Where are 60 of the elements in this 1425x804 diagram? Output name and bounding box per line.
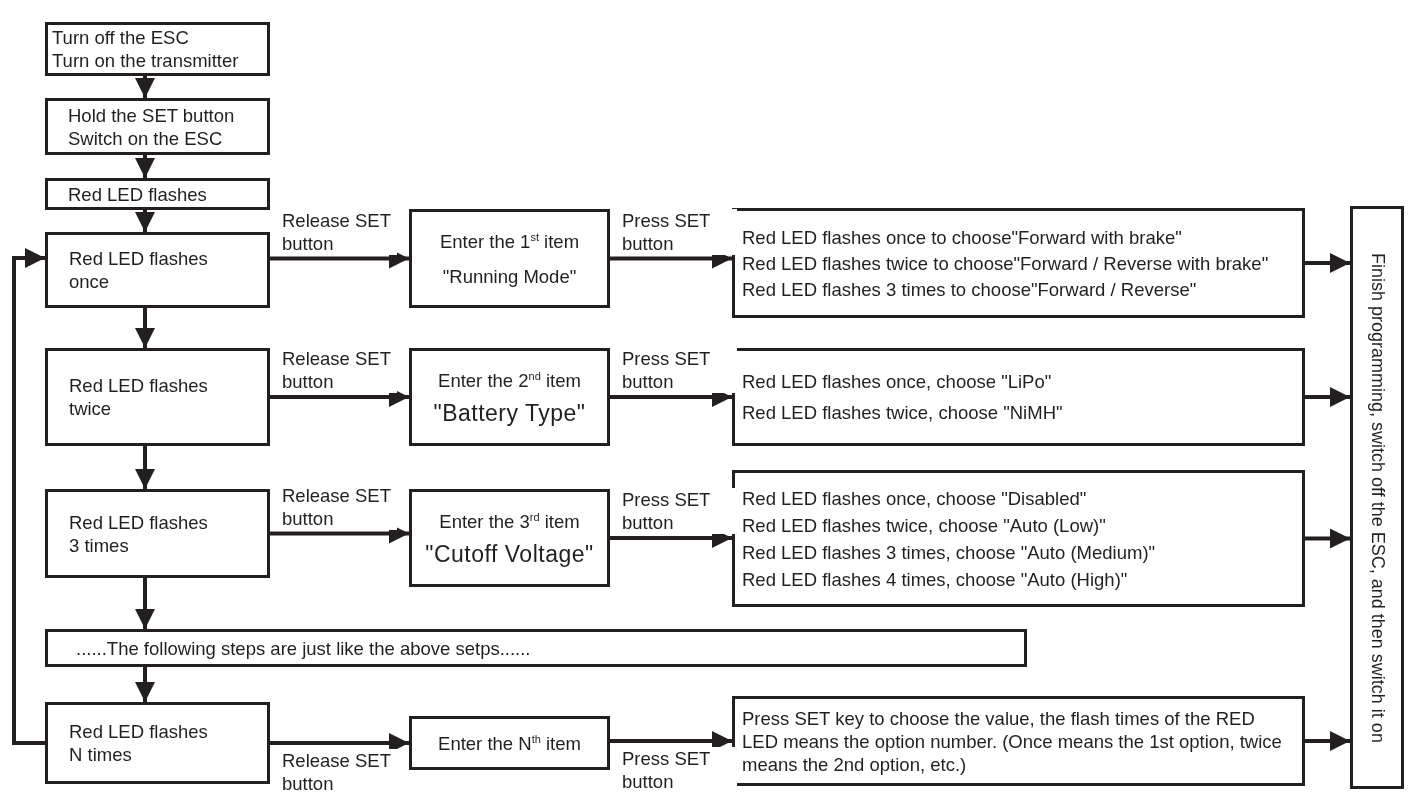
- step-text: Hold the SET button: [68, 103, 236, 127]
- process-box: [45, 489, 270, 578]
- arrow: [135, 446, 155, 489]
- arrow: [135, 578, 155, 629]
- arrow: [1305, 387, 1350, 407]
- arrow: [135, 155, 155, 178]
- process-box: [409, 209, 610, 308]
- step-text: Red LED flashes 3 times to choose"Forward / Reverse": [742, 277, 1198, 301]
- step-text: Enter the 2$^{nd}$ item: [438, 369, 581, 392]
- step-text: Red LED flashes once, choose "LiPo": [742, 370, 1053, 393]
- step-text: "Cutoff Voltage": [425, 543, 594, 566]
- arrow: [135, 210, 155, 232]
- process-box: [409, 716, 610, 770]
- edge-label: Press SET button: [622, 208, 737, 255]
- step-text: Enter the N$^{th}$ item: [438, 731, 581, 755]
- process-box: [732, 470, 1305, 607]
- step-text: Red LED flashes twice, choose "Auto (Low)": [742, 513, 1107, 537]
- step-text: Red LED flashes once, choose "Disabled": [742, 486, 1088, 510]
- step-text: Red LED flashes 3 times: [69, 510, 209, 557]
- step-text: Red LED flashes once: [69, 247, 209, 293]
- step-text: Red LED flashes 4 times, choose "Auto (High)": [742, 567, 1129, 591]
- process-box: [732, 696, 1305, 786]
- process-box: [732, 348, 1305, 446]
- arrow: [135, 667, 155, 702]
- step-text: Red LED flashes once to choose"Forward with brake": [742, 225, 1183, 249]
- arrow: [135, 76, 155, 98]
- step-text: "Battery Type": [433, 402, 586, 425]
- process-box: [45, 22, 270, 76]
- step-text: Enter the 1$^{st}$ item: [439, 229, 580, 253]
- step-text: "Running Mode": [442, 264, 577, 288]
- step-text: Red LED flashes twice, choose "NiMH": [742, 401, 1064, 424]
- arrow: [1305, 731, 1350, 751]
- process-box: [45, 348, 270, 446]
- edge-label: Press SET button: [622, 488, 737, 534]
- step-text: Red LED flashes: [68, 182, 208, 206]
- arrow: [1305, 253, 1350, 273]
- step-text: Red LED flashes twice to choose"Forward / Reverse with brake": [742, 251, 1270, 275]
- process-box: [45, 178, 270, 210]
- step-text: Red LED flashes 3 times, choose "Auto (Medium)": [742, 540, 1157, 564]
- process-box: [45, 98, 270, 155]
- arrow: [1305, 528, 1350, 549]
- step-text: Switch on the ESC: [68, 126, 224, 150]
- arrow: [12, 248, 45, 745]
- process-box: [45, 702, 270, 784]
- step-text: Press SET key to choose the value, the flash times of the RED LED means the option number. (Once means the 1st option, twice means the 2nd option, etc.): [742, 706, 1282, 776]
- process-box: [45, 232, 270, 308]
- process-box: [409, 489, 610, 587]
- edge-label: Press SET button: [622, 347, 737, 393]
- process-box: [409, 348, 610, 446]
- step-text: Enter the 3$^{rd}$ item: [439, 510, 580, 533]
- process-box: [732, 208, 1305, 318]
- step-text: Red LED flashes twice: [69, 374, 209, 420]
- step-text: Red LED flashes N times: [69, 720, 209, 766]
- arrow: [135, 308, 155, 348]
- step-text: ......The following steps are just like the above setps......: [76, 636, 532, 660]
- step-text: Turn on the transmitter: [52, 49, 240, 72]
- step-text: Turn off the ESC: [52, 26, 190, 49]
- step-text: Finish programming, switch off the ESC, and then switch it on: [1366, 252, 1389, 743]
- process-box: [45, 629, 1027, 667]
- end-box: [1350, 206, 1404, 789]
